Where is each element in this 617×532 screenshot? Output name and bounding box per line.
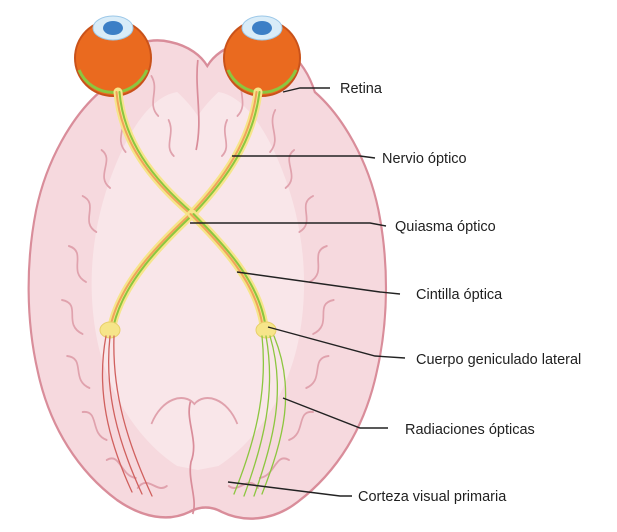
primary-visual-cortex-label: Corteza visual primaria bbox=[358, 489, 507, 505]
left-eye bbox=[75, 16, 151, 96]
optic-chiasm-label: Quiasma óptico bbox=[395, 219, 496, 235]
retina-label: Retina bbox=[340, 81, 383, 97]
left-eye-iris bbox=[103, 21, 123, 35]
optic-nerve-label: Nervio óptico bbox=[382, 151, 467, 167]
optic-tract-label: Cintilla óptica bbox=[416, 287, 503, 303]
right-eye-iris bbox=[252, 21, 272, 35]
right-eye bbox=[224, 16, 300, 96]
lateral-geniculate-label: Cuerpo geniculado lateral bbox=[416, 352, 581, 368]
optic-radiations-label: Radiaciones ópticas bbox=[405, 422, 535, 438]
